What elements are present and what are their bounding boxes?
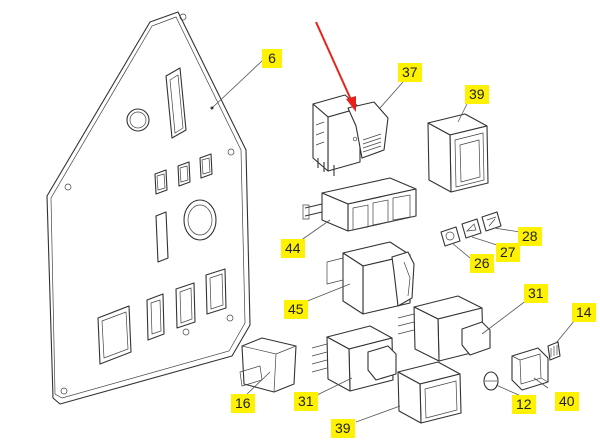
- callout-45: 45: [284, 300, 308, 319]
- clip-part-14: [547, 319, 576, 361]
- callout-39-upper: 39: [465, 85, 489, 104]
- callout-26: 26: [470, 254, 494, 273]
- callout-6: 6: [262, 49, 282, 68]
- bezel-part-39-lower: [355, 361, 462, 424]
- callout-28: 28: [518, 227, 542, 246]
- callout-31-lower: 31: [294, 392, 318, 411]
- rocker-switch-part-37: [312, 21, 404, 176]
- callout-40: 40: [555, 392, 579, 411]
- callout-16: 16: [231, 394, 255, 413]
- bezel-part-39-upper: [427, 103, 489, 193]
- callout-31-upper: 31: [524, 284, 548, 303]
- rocker-switch-part-45: [304, 241, 415, 315]
- callout-14: 14: [572, 303, 596, 322]
- bracket-part-16: [239, 337, 297, 397]
- cap-part-12: [483, 371, 522, 397]
- callout-12: 12: [512, 395, 536, 414]
- panel-part-6: [46, 11, 264, 405]
- switch-block-part-44: [299, 177, 417, 242]
- callout-27: 27: [496, 243, 520, 262]
- callout-44: 44: [281, 239, 305, 258]
- callout-37: 37: [398, 63, 422, 82]
- switch-part-31-upper: [397, 295, 528, 362]
- icon-buttons-26-27-28: [440, 211, 521, 259]
- switch-part-31-lower: [311, 325, 397, 397]
- callout-39-lower: 39: [331, 419, 355, 438]
- lens-part-40: [511, 347, 549, 391]
